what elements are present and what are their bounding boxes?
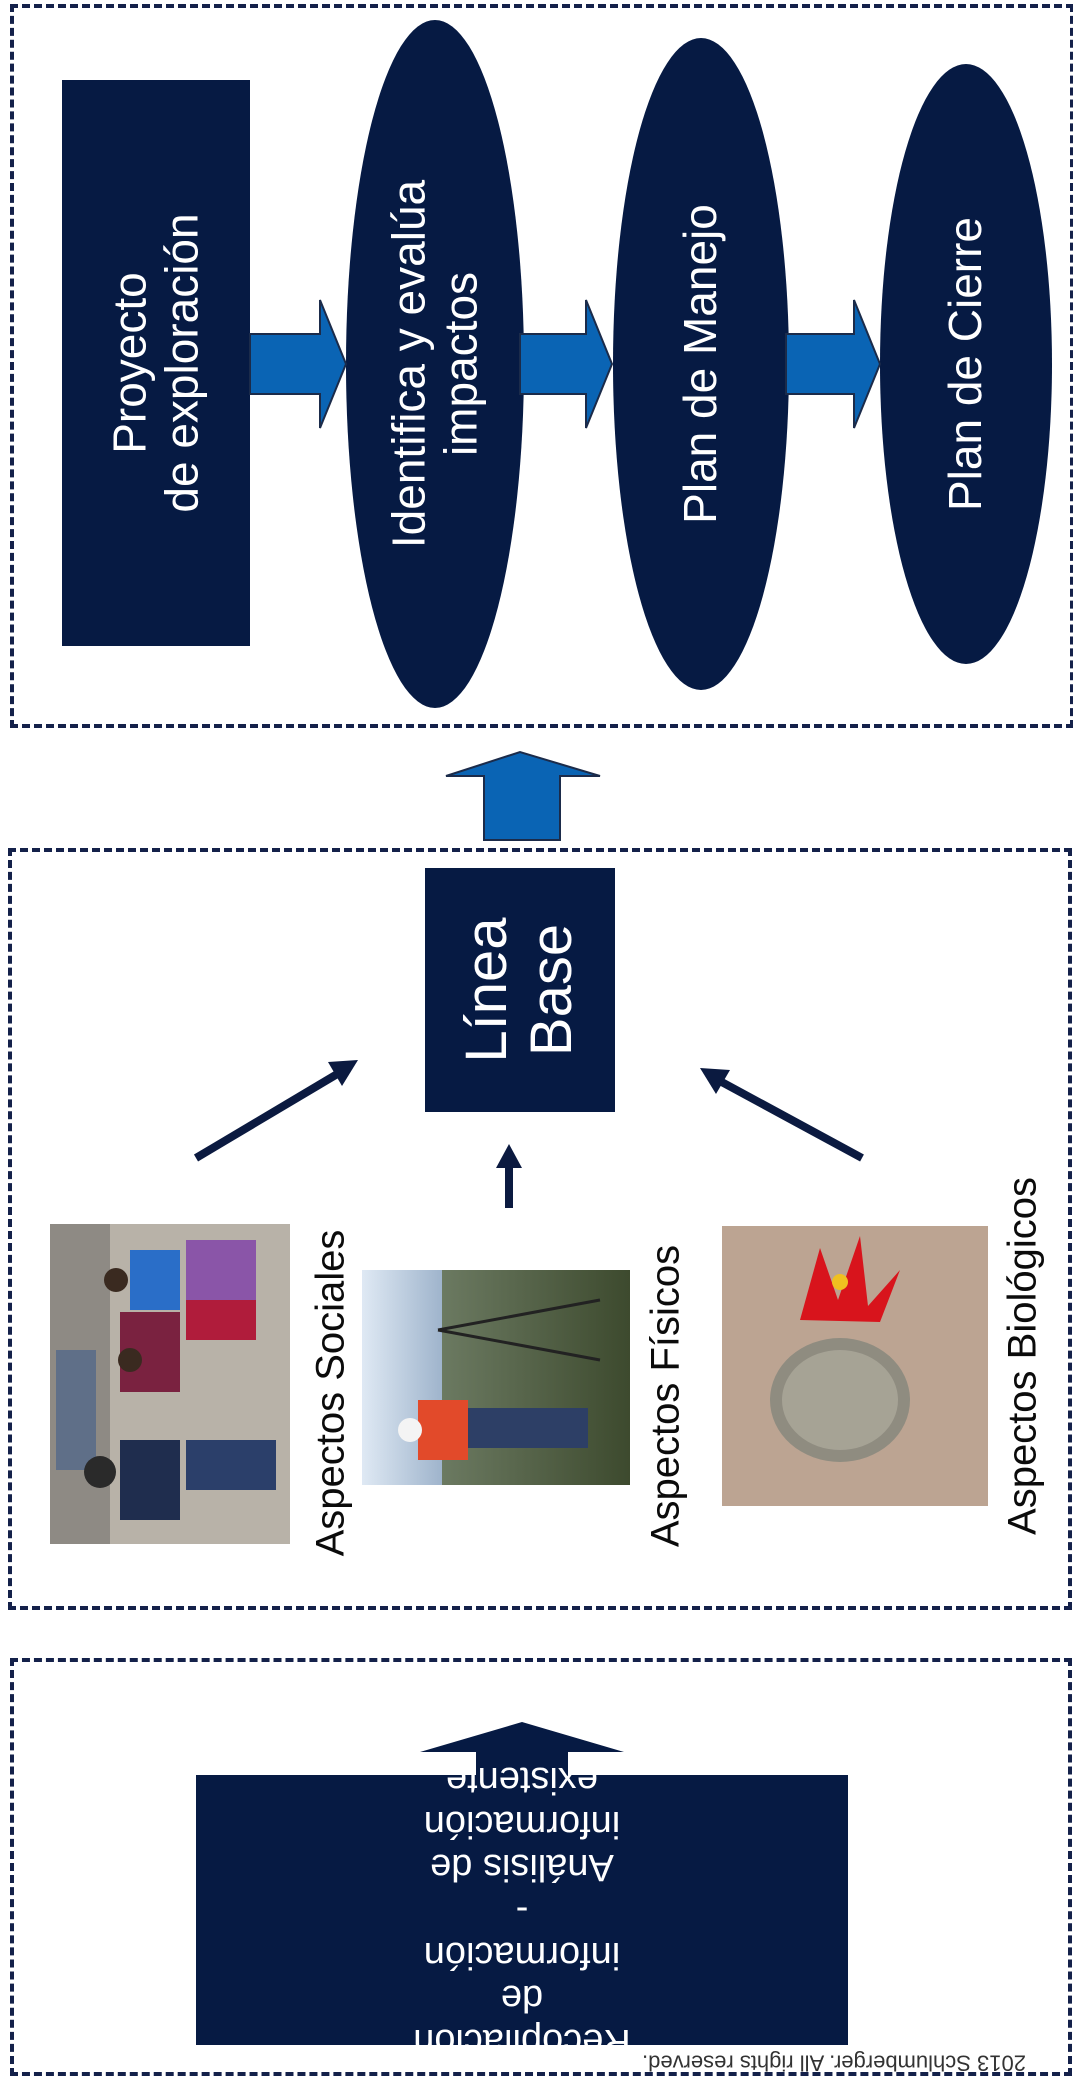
arrow-physical-to-baseline (496, 1144, 522, 1208)
arrow-project-to-impacts (249, 299, 348, 429)
project-box-label: Proyecto de exploración (103, 213, 207, 513)
physical-label: Aspectos Físicos (643, 1244, 688, 1548)
copyright-footer: 2013 Schlumberger. All rights reserved. (642, 2050, 1026, 2076)
arrow-info-upward (420, 1722, 624, 1776)
project-box (62, 80, 250, 646)
arrow-impacts-to-management (519, 299, 614, 429)
arrow-biological-to-baseline (700, 1068, 864, 1162)
impacts-ellipse-label: Identifica y evalúa impactos (382, 179, 486, 549)
baseline-box-label: Línea Base (454, 917, 584, 1063)
arrow-baseline-to-top (445, 750, 601, 841)
arrow-social-to-baseline (193, 1060, 358, 1162)
closure-ellipse-label: Plan de Cierre (939, 216, 992, 512)
management-ellipse-label: Plan de Manejo (674, 204, 727, 524)
closure-ellipse (880, 64, 1052, 664)
top-panel (10, 4, 1073, 728)
biological-photo (722, 1226, 988, 1506)
management-ellipse (613, 38, 789, 690)
info-box-label: Recopilación de información - Análisis d… (413, 1758, 631, 2063)
social-label: Aspectos Sociales (308, 1229, 353, 1557)
arrow-management-to-closure (785, 299, 882, 429)
bottom-panel (10, 1658, 1072, 2076)
middle-panel (8, 848, 1072, 1610)
social-photo (50, 1224, 290, 1544)
biological-label: Aspectos Biológicos (1000, 1177, 1045, 1535)
impacts-ellipse (346, 20, 524, 708)
baseline-box (425, 868, 615, 1112)
info-box (196, 1775, 848, 2045)
physical-photo (362, 1270, 630, 1485)
